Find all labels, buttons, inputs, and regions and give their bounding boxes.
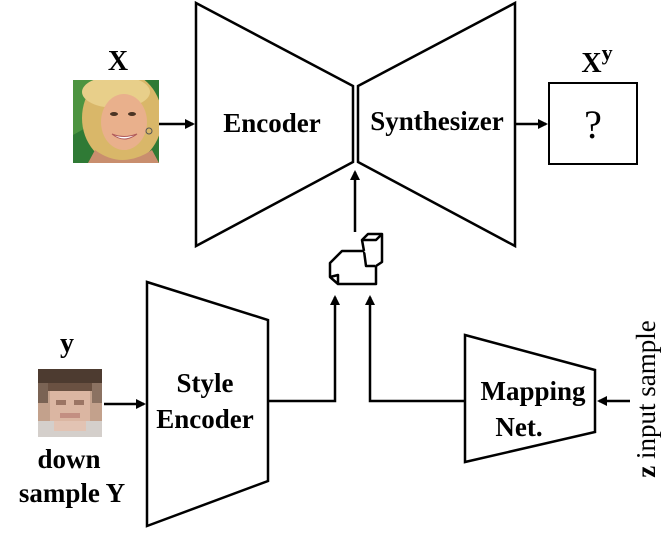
output-box <box>548 82 638 165</box>
seat-icon <box>328 232 384 286</box>
mapping-net-label-line1: Mapping <box>480 376 586 406</box>
arrow-style-encoder-to-combiner <box>268 295 340 403</box>
style-encoder-label-line1: Style <box>177 368 234 398</box>
input-sample-label: input sample <box>631 320 661 465</box>
output-placeholder: ? <box>584 102 602 147</box>
synthesizer-block <box>356 0 517 249</box>
down-sample-label-line1: down <box>37 444 100 474</box>
style-encoder-label-line2: Encoder <box>156 404 254 434</box>
input-face-photo <box>73 80 159 163</box>
output-xy-base: X <box>581 48 601 79</box>
arrow-mapping-net-to-combiner <box>365 295 465 403</box>
style-encoder-block <box>145 280 270 528</box>
input-y-label: y <box>60 328 74 359</box>
mapping-net-block <box>463 333 597 464</box>
down-sample-label-line2: sample Y <box>19 478 125 508</box>
output-xy-label: Xy <box>581 40 612 79</box>
pixelated-face-thumbnail <box>38 369 102 437</box>
z-input-sample-label: z input sample <box>631 320 661 477</box>
encoder-label: Encoder <box>223 108 321 138</box>
input-x-label: X <box>108 46 128 77</box>
synthesizer-label: Synthesizer <box>370 106 504 136</box>
z-label: z <box>631 466 661 478</box>
output-xy-superscript: y <box>602 40 613 65</box>
mapping-net-label-line2: Net. <box>495 412 542 442</box>
encoder-block <box>194 0 355 249</box>
